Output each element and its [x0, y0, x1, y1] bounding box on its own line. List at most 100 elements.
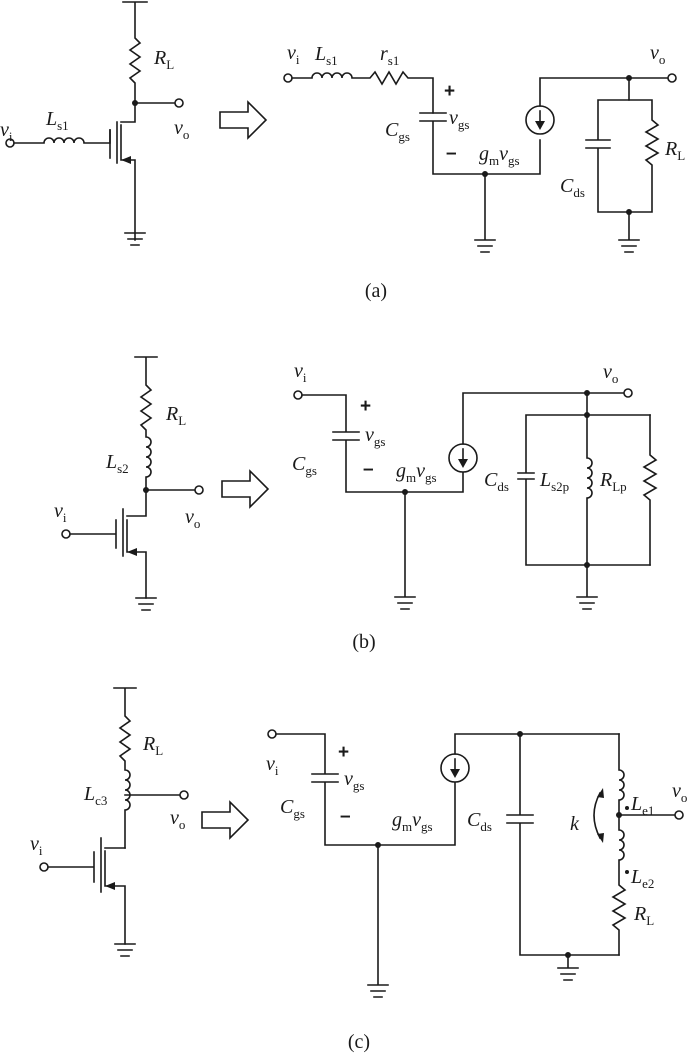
- current-arrow-head: [458, 459, 468, 468]
- caption-b: (b): [352, 631, 375, 653]
- ls1-rs1-series: [291, 70, 434, 114]
- label-cgs: Cgs: [385, 119, 410, 144]
- label-vi: vi: [30, 833, 43, 858]
- label-rl: RL: [633, 903, 654, 928]
- plus-sign: +: [360, 396, 371, 417]
- panel-c-equivalent-circuit: vi + – Cgs vgs gmvgs Cds Le1 Le2 k vo RL: [266, 729, 687, 998]
- panel-b: vi RL Ls2 vo vi + – Cgs: [54, 356, 658, 653]
- label-cds: Cds: [560, 175, 585, 200]
- label-rl: RL: [165, 403, 186, 428]
- label-vo: vo: [174, 117, 189, 142]
- rl-branch: [628, 99, 660, 213]
- label-rl: RL: [142, 733, 163, 758]
- input-terminal: [39, 862, 49, 872]
- coupling-arc: [593, 791, 602, 840]
- label-ls2p: Ls2p: [539, 469, 569, 494]
- output-terminal: [667, 73, 677, 83]
- coupling-arrow-bottom: [597, 833, 604, 843]
- mosfet: [100, 837, 126, 945]
- current-arrow-head: [535, 121, 545, 130]
- cds-branch: [517, 414, 651, 566]
- input-terminal: [293, 390, 303, 400]
- label-gm-vgs: gmvgs: [396, 460, 437, 485]
- label-ls1: Ls1: [45, 108, 69, 133]
- dot-mark-le1: [625, 806, 629, 810]
- cgs-branch-and-return: [275, 733, 456, 846]
- plus-sign: +: [338, 742, 349, 763]
- label-vi: vi: [54, 500, 67, 525]
- label-le1: Le1: [630, 793, 654, 818]
- label-vgs: vgs: [449, 107, 469, 132]
- transform-arrow: [201, 800, 250, 840]
- supply-and-load-resistor: [122, 1, 176, 104]
- label-gm-vgs: gmvgs: [392, 809, 433, 834]
- ground-left: [367, 844, 389, 998]
- label-cgs: Cgs: [292, 453, 317, 478]
- label-vo: vo: [672, 780, 687, 805]
- label-cds: Cds: [467, 809, 492, 834]
- rlp-branch: [642, 414, 658, 566]
- top-rail: [454, 733, 620, 755]
- current-arrow-head: [450, 769, 460, 778]
- label-vi: vi: [294, 360, 307, 385]
- input-terminal: [267, 729, 277, 739]
- transform-arrow: [219, 100, 268, 140]
- gate-wire: [69, 519, 117, 549]
- source-arrow: [127, 548, 137, 556]
- label-ls1: Ls1: [314, 43, 338, 68]
- source-arrow: [121, 156, 131, 164]
- ground-left: [394, 491, 416, 610]
- panel-c-transistor-circuit: vi RL Lc3 vo: [30, 687, 189, 957]
- cds-branch: [585, 77, 630, 213]
- ground-right: [557, 954, 579, 981]
- label-ls2: Ls2: [105, 451, 129, 476]
- output-terminal: [623, 388, 633, 398]
- panel-a-equivalent-circuit: vi Ls1 rs1 + – Cgs vgs gmvgs vo Cds RL: [283, 42, 685, 253]
- le1-le2-rl-branch: [611, 733, 627, 956]
- panel-c: vi RL Lc3 vo v: [30, 687, 687, 1053]
- label-vi: vi: [0, 119, 13, 144]
- label-vgs: vgs: [365, 424, 385, 449]
- coupling-arrow-top: [597, 788, 604, 798]
- label-vgs: vgs: [344, 768, 364, 793]
- plus-sign: +: [444, 81, 455, 102]
- ground-symbol: [114, 943, 136, 957]
- ground-symbol: [124, 232, 146, 246]
- supply-rl-lc3: [113, 687, 137, 849]
- label-k: k: [570, 813, 580, 835]
- output-terminal: [174, 98, 184, 108]
- input-terminal: [283, 73, 293, 83]
- dot-mark-le2: [625, 870, 629, 874]
- ground-right: [618, 211, 640, 253]
- label-rl: RL: [664, 138, 685, 163]
- label-cds: Cds: [484, 469, 509, 494]
- mosfet: [116, 102, 136, 241]
- label-le2: Le2: [630, 866, 654, 891]
- output-rail: [539, 77, 669, 107]
- panel-b-equivalent-circuit: vi + – Cgs vgs gmvgs vo Cds Ls2p RLp: [292, 360, 658, 610]
- label-vi: vi: [287, 42, 300, 67]
- panel-a: vi Ls1 RL vo vi Ls1 rs1 +: [0, 1, 685, 302]
- gate-wire: [47, 851, 95, 883]
- label-vo: vo: [185, 506, 200, 531]
- panel-b-transistor-circuit: vi RL Ls2 vo: [54, 356, 204, 611]
- ground-symbol: [135, 597, 157, 611]
- ground-left: [474, 173, 496, 253]
- label-rl: RL: [153, 47, 174, 72]
- source-arrow: [105, 882, 115, 890]
- minus-sign: –: [446, 143, 457, 164]
- ls2p-branch: [586, 414, 593, 566]
- cgs-branch-and-return: [301, 394, 464, 493]
- caption-a: (a): [365, 280, 387, 302]
- output-rail: [462, 392, 625, 445]
- mosfet: [122, 489, 147, 599]
- minus-sign: –: [340, 806, 351, 827]
- label-lc3: Lc3: [83, 783, 107, 808]
- label-rlp: RLp: [599, 469, 627, 494]
- label-rs1: rs1: [380, 43, 399, 68]
- supply-rl-ls2: [134, 356, 196, 491]
- label-vi: vi: [266, 753, 279, 778]
- label-vo: vo: [170, 807, 185, 832]
- ground-right: [576, 564, 598, 610]
